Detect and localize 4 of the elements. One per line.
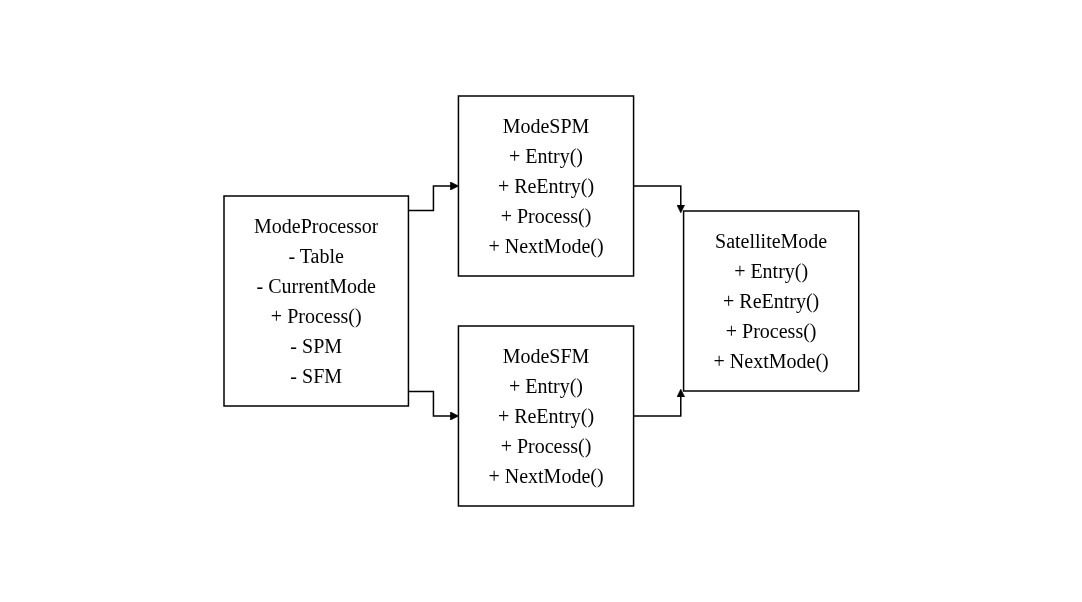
- node-box: ModeSPM + Entry() + ReEntry() + Process() + NextMode(): [457, 95, 634, 277]
- node-box: ModeSFM + Entry() + ReEntry() + Process() + NextMode(): [457, 325, 634, 507]
- node-box: SatelliteMode + Entry() + ReEntry() + Process() + NextMode(): [682, 210, 860, 392]
- node-box: ModeProcessor - Table - CurrentMode + Process() - SPM - SFM: [222, 195, 409, 407]
